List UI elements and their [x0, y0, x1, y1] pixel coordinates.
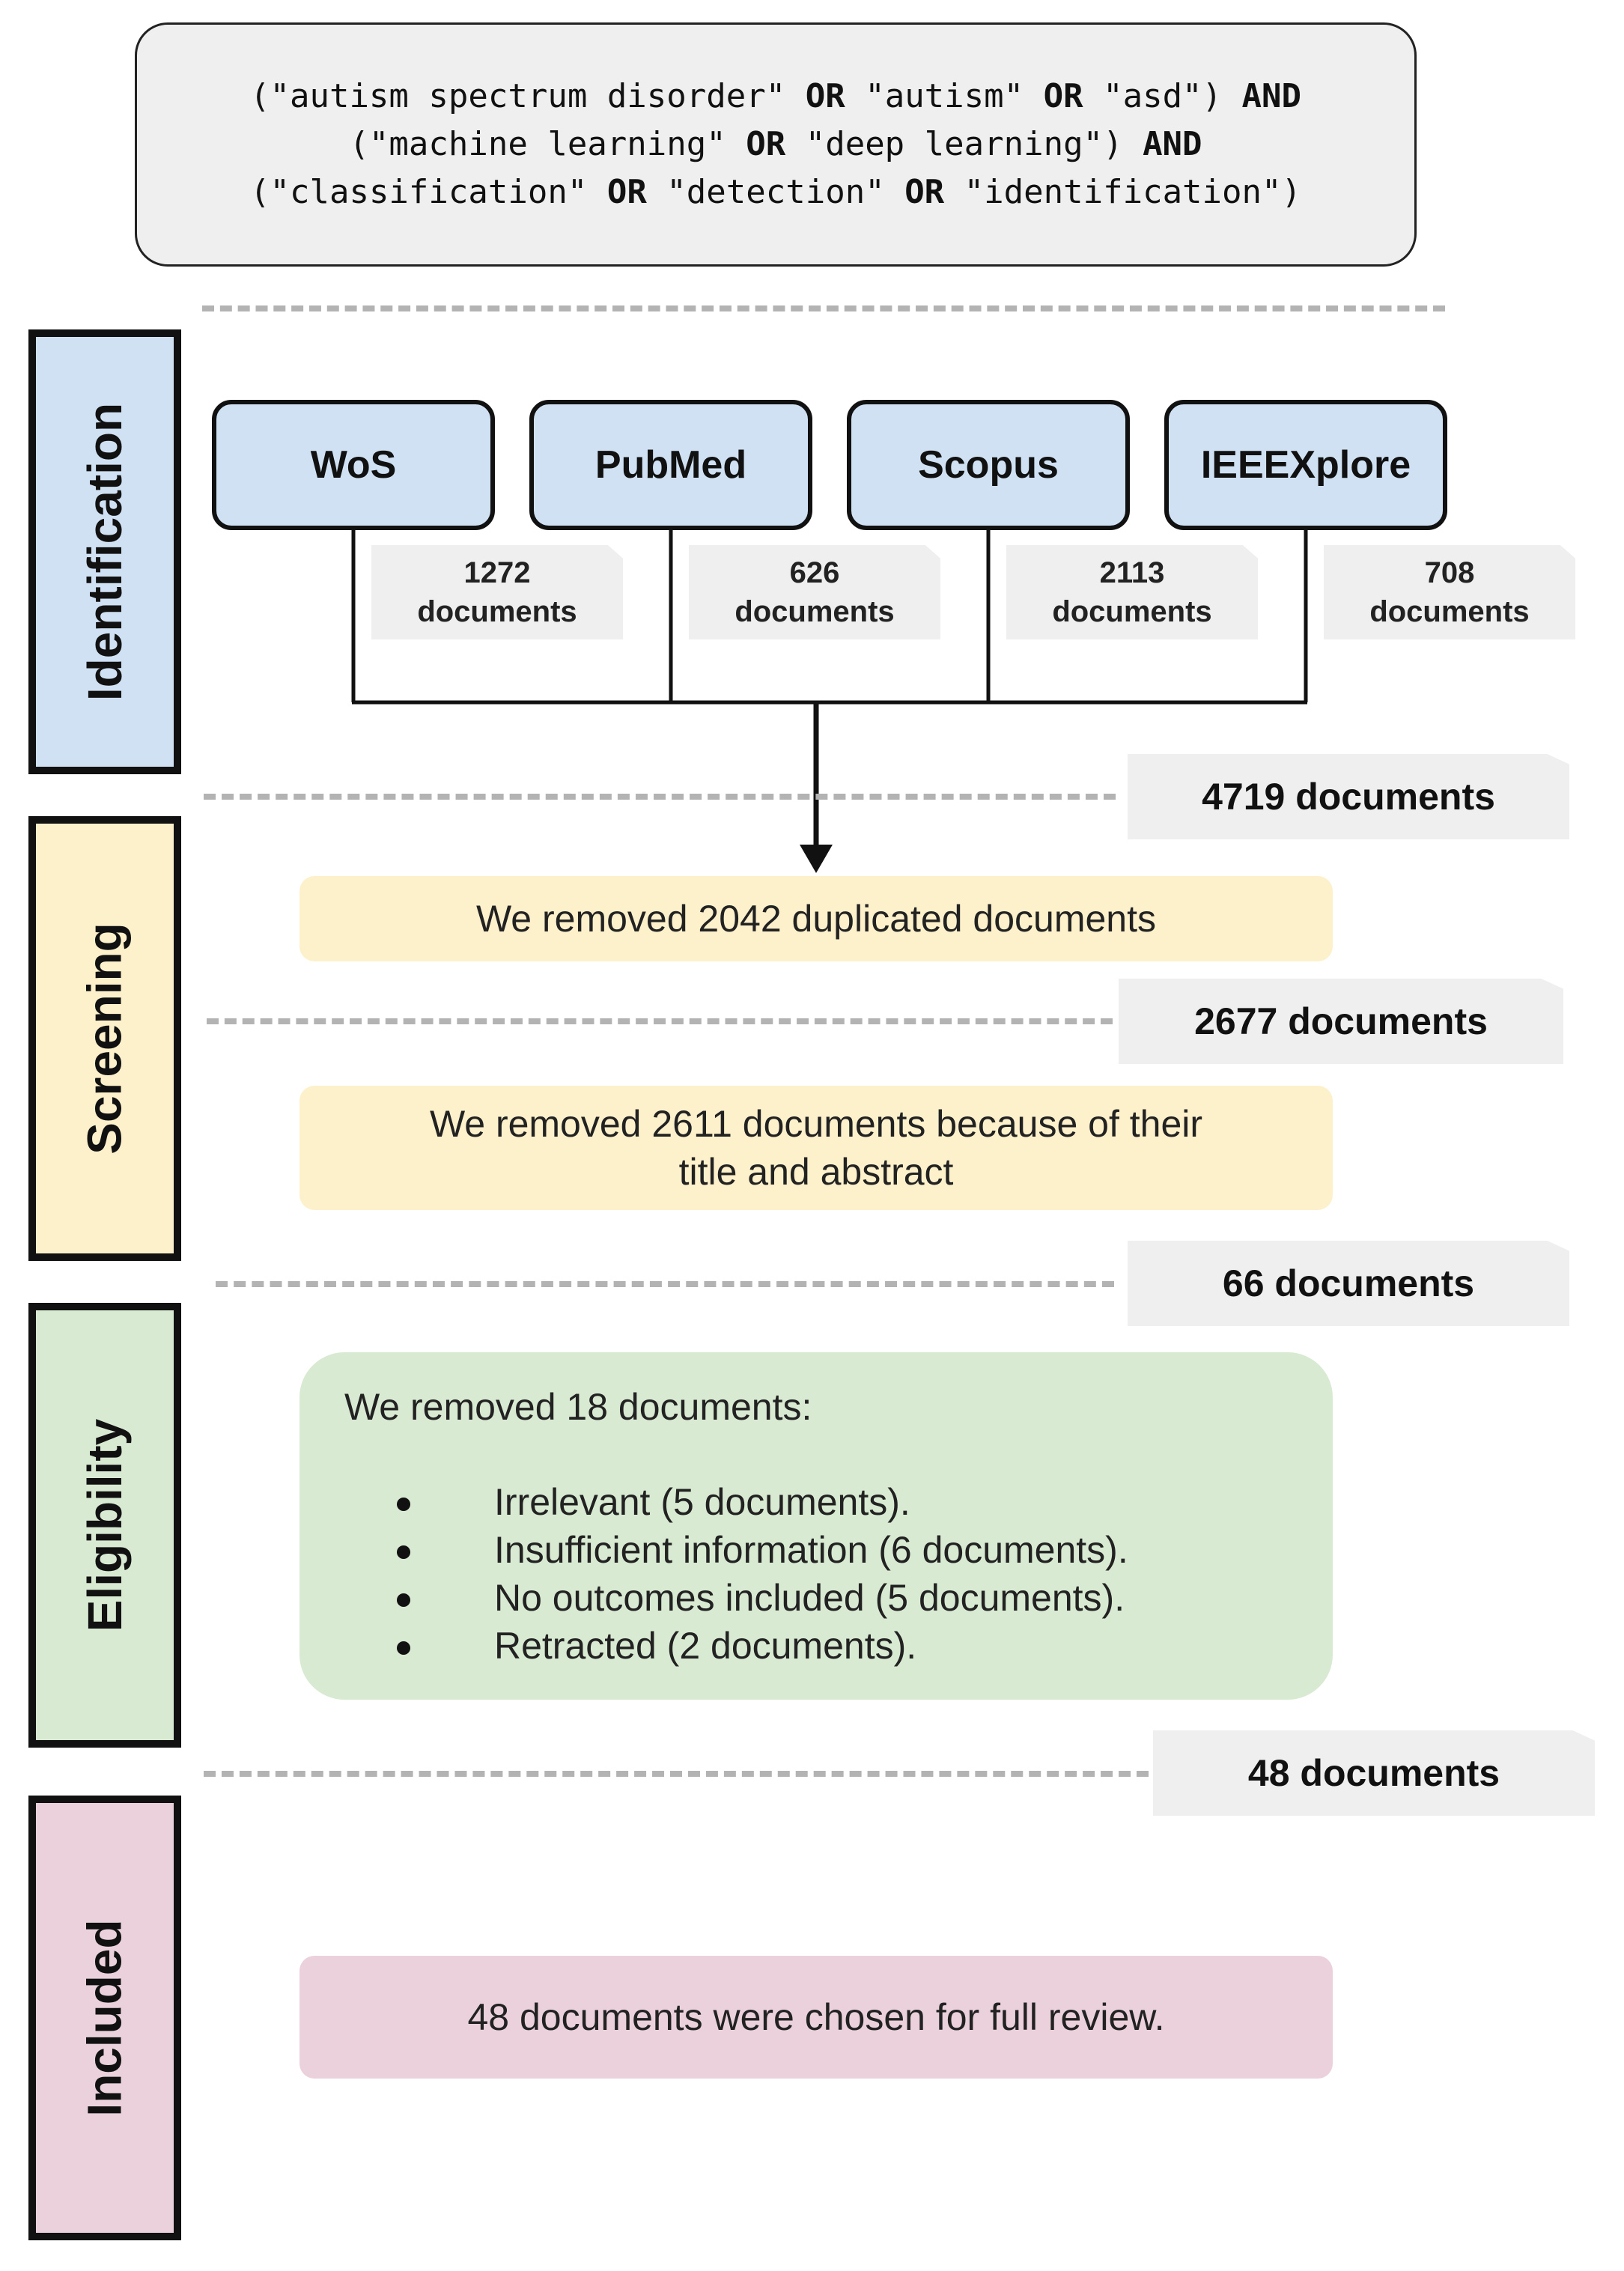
separator-identification [204, 794, 1116, 800]
query-term: "autism" [845, 77, 1044, 115]
search-query-box: ("autism spectrum disorder" OR "autism" … [135, 22, 1417, 267]
stage-screening: Screening [28, 816, 181, 1261]
step-included: 48 documents were chosen for full review… [299, 1956, 1333, 2079]
query-term: "autism spectrum disorder" [270, 77, 806, 115]
query-term: "identification") [944, 173, 1301, 211]
stage-identification: Identification [28, 329, 181, 774]
step-eligibility: We removed 18 documents: Irrelevant (5 d… [299, 1352, 1333, 1700]
separator-eligibility [204, 1771, 1149, 1777]
step-title-abstract: We removed 2611 documents because of the… [299, 1086, 1333, 1210]
query-line-3: ("classification" OR "detection" OR "ide… [250, 168, 1301, 216]
total-after-eligibility: 48 documents [1153, 1730, 1595, 1816]
list-item: No outcomes included (5 documents). [344, 1574, 1333, 1622]
query-operator: AND [1241, 77, 1302, 115]
query-term: ("machine learning" [349, 125, 746, 163]
query-line-2: ("machine learning" OR "deep learning") … [349, 121, 1202, 168]
stage-eligibility: Eligibility [28, 1303, 181, 1748]
database-wos: WoS [212, 400, 495, 530]
query-operator: OR [904, 173, 945, 211]
database-ieeexplore: IEEEXplore [1164, 400, 1447, 530]
total-after-title-abstract: 66 documents [1128, 1241, 1569, 1326]
arrow-head [800, 845, 833, 873]
query-term: ("classification" [250, 173, 607, 211]
step-remove-duplicates: We removed 2042 duplicated documents [299, 876, 1333, 961]
query-term: "deep learning") [785, 125, 1143, 163]
list-item: Insufficient information (6 documents). [344, 1526, 1333, 1574]
database-pubmed: PubMed [529, 400, 812, 530]
list-item: Irrelevant (5 documents). [344, 1478, 1333, 1526]
list-item: Retracted (2 documents). [344, 1622, 1333, 1670]
total-after-duplicates: 2677 documents [1119, 979, 1563, 1064]
query-term: "detection" [646, 173, 905, 211]
query-operator: OR [1043, 77, 1083, 115]
database-scopus: Scopus [847, 400, 1130, 530]
query-line-1: ("autism spectrum disorder" OR "autism" … [249, 77, 1302, 115]
query-operator: OR [606, 173, 647, 211]
eligibility-reasons-list: Irrelevant (5 documents). Insufficient i… [344, 1478, 1333, 1670]
total-after-identification: 4719 documents [1128, 754, 1569, 839]
stage-included: Included [28, 1796, 181, 2240]
query-operator: AND [1143, 125, 1202, 163]
query-operator: OR [746, 125, 786, 163]
query-operator: OR [805, 77, 845, 115]
query-term: "asd") [1083, 77, 1242, 115]
separator-screening [216, 1281, 1114, 1287]
separator-duplicates [207, 1018, 1113, 1024]
eligibility-heading: We removed 18 documents: [344, 1386, 812, 1428]
separator-query [202, 305, 1445, 311]
